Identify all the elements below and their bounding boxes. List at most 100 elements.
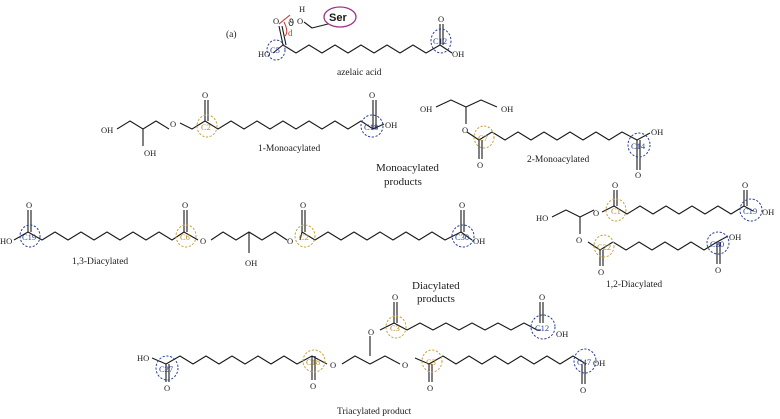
mono2-acid-carbonyl <box>636 132 651 170</box>
azelaic-caption: azelaic acid <box>337 68 382 78</box>
ser-enzyme-circle <box>323 6 357 28</box>
tri-o-right-ester-carbonyl: O <box>427 383 433 393</box>
ser-link <box>303 21 329 29</box>
mono2-carbonyl-o: O <box>477 160 483 170</box>
tri-top-acid-carbonyl <box>539 302 544 323</box>
tri-ring-4-label: C12 <box>535 323 549 333</box>
di13-oh-mid: OH <box>245 258 257 268</box>
tri-oh-right: OH <box>593 358 605 368</box>
mono2-glycerol <box>435 99 498 124</box>
tri-caption: Triacylated product <box>337 407 412 417</box>
di12-top-chain <box>601 205 754 215</box>
mono1-oh-left: OH <box>101 125 113 135</box>
di12-o-top-carbonyl: O <box>612 180 618 190</box>
mono2-ester-carbonyl <box>478 140 483 159</box>
di13-left-acid-carbonyl <box>27 210 32 232</box>
mono1-ester-carbonyl <box>204 100 209 121</box>
tri-o-left-acid: O <box>164 383 170 393</box>
di13-ho-left: HO <box>0 236 12 246</box>
mono1-carbonyl-o: O <box>202 90 208 100</box>
di12-o-bottom-carbonyl: O <box>598 267 604 277</box>
mono2-acid-o: O <box>635 170 641 180</box>
tri-ring-4 <box>530 314 556 340</box>
mono1-acid-o: O <box>369 90 375 100</box>
attack-oxygen: O <box>297 16 303 26</box>
di12-bottom-chain <box>587 235 729 251</box>
di13-ring-1 <box>19 224 41 248</box>
tri-o-right-acid: O <box>580 385 586 395</box>
attack-hydrogen: H <box>299 4 305 14</box>
di13-o-right-ester: O <box>287 236 293 246</box>
di-group-line1: Diacylated <box>412 280 460 292</box>
di12-bottom-ester-carbonyl <box>599 250 604 266</box>
di12-caption: 1,2-Diacylated <box>606 280 662 290</box>
mono1-oh-bottom: OH <box>144 148 156 158</box>
tri-right-acid-carbonyl <box>581 364 586 384</box>
di12-o-bottom-acid: O <box>715 265 721 275</box>
tri-o-left-ester: O <box>330 360 336 370</box>
di12-ring-4-label: C30 <box>710 239 724 249</box>
mono2-chain <box>466 131 638 141</box>
tri-left-ester-carbonyl <box>311 356 316 380</box>
bond-label: d <box>288 28 293 38</box>
tri-o-right-ester: O <box>402 360 408 370</box>
mono-group-line2: products <box>384 176 422 188</box>
tri-top-chain <box>379 322 541 331</box>
mono2-ring-acid-label: C14 <box>631 141 646 151</box>
di13-right-chain <box>299 231 473 241</box>
di13-ring-4-label: C30 <box>455 232 469 242</box>
mono2-ring-acid <box>627 132 651 158</box>
azelaic-right-oh: OH <box>452 49 464 59</box>
tri-ring-3-label: C3 <box>390 323 400 333</box>
azelaic-right-carbonyl-o: O <box>438 14 444 24</box>
tri-ring-6 <box>573 348 597 374</box>
di12-glycerol <box>551 209 595 234</box>
mono2-ester-o: O <box>462 125 468 135</box>
azelaic-ring-right-label: C12 <box>433 36 447 46</box>
tri-ring-1-label: C27 <box>159 364 173 374</box>
mono1-ring-ester <box>196 114 218 138</box>
mono2-oh-right: OH <box>501 104 513 114</box>
di13-ring-2 <box>175 224 197 248</box>
attack-arrow <box>283 21 288 37</box>
di13-glycerol <box>210 231 288 253</box>
tri-ring-5-label: C3 <box>426 357 436 367</box>
di12-o-top-acid: O <box>742 180 748 190</box>
tri-top-ester-carbonyl <box>393 302 398 323</box>
tri-ring-2 <box>302 349 326 373</box>
tri-o-top-ester: O <box>368 327 374 337</box>
azelaic-right-oh-bond <box>439 44 453 54</box>
di12-structure: HO O O O O O O OH OH C1 C19 C22 C30 1,2-… <box>536 180 774 290</box>
di12-ho-left: HO <box>536 213 548 223</box>
di13-o-left-ester-carbonyl: O <box>182 200 188 210</box>
di12-ring-1 <box>605 198 627 222</box>
azelaic-right-carbonyl <box>439 24 444 45</box>
mono1-ester-o: O <box>170 119 176 129</box>
di-group-line2: products <box>417 293 455 305</box>
mono1-ring-ester-label: C2 <box>201 122 211 132</box>
attack-arrow-glyph: ϑ <box>288 18 294 29</box>
di12-ring-2 <box>739 198 763 222</box>
azelaic-left-oh: HO <box>258 49 270 59</box>
di12-ring-3 <box>593 234 615 258</box>
mono1-ring-acid-label: C18 <box>364 122 378 132</box>
di13-ring-3 <box>294 224 316 248</box>
tri-right-chain <box>414 355 587 365</box>
mono1-caption: 1-Monoacylated <box>258 144 321 154</box>
tri-o-top-carbonyl: O <box>392 292 398 302</box>
di13-ring-3-label: C2 <box>299 232 309 242</box>
nucleophilic-bond <box>278 14 291 25</box>
di13-left-ester-carbonyl <box>183 210 188 232</box>
di13-ring-4 <box>451 224 475 248</box>
di12-o-bottom-ester: O <box>576 235 582 245</box>
tri-structure: HO O O O O O O O O O OH OH C27 C18 C3 C1… <box>137 292 605 417</box>
di13-ring-1-label: C19 <box>22 232 36 242</box>
mono2-ring-ester-label: C7 <box>478 133 488 143</box>
di13-o-right-ester-carbonyl: O <box>300 200 306 210</box>
azelaic-ring-left <box>266 39 286 61</box>
di12-top-acid-carbonyl <box>743 190 748 206</box>
tri-oh-top: OH <box>556 329 568 339</box>
di12-oh-top: OH <box>762 207 774 217</box>
